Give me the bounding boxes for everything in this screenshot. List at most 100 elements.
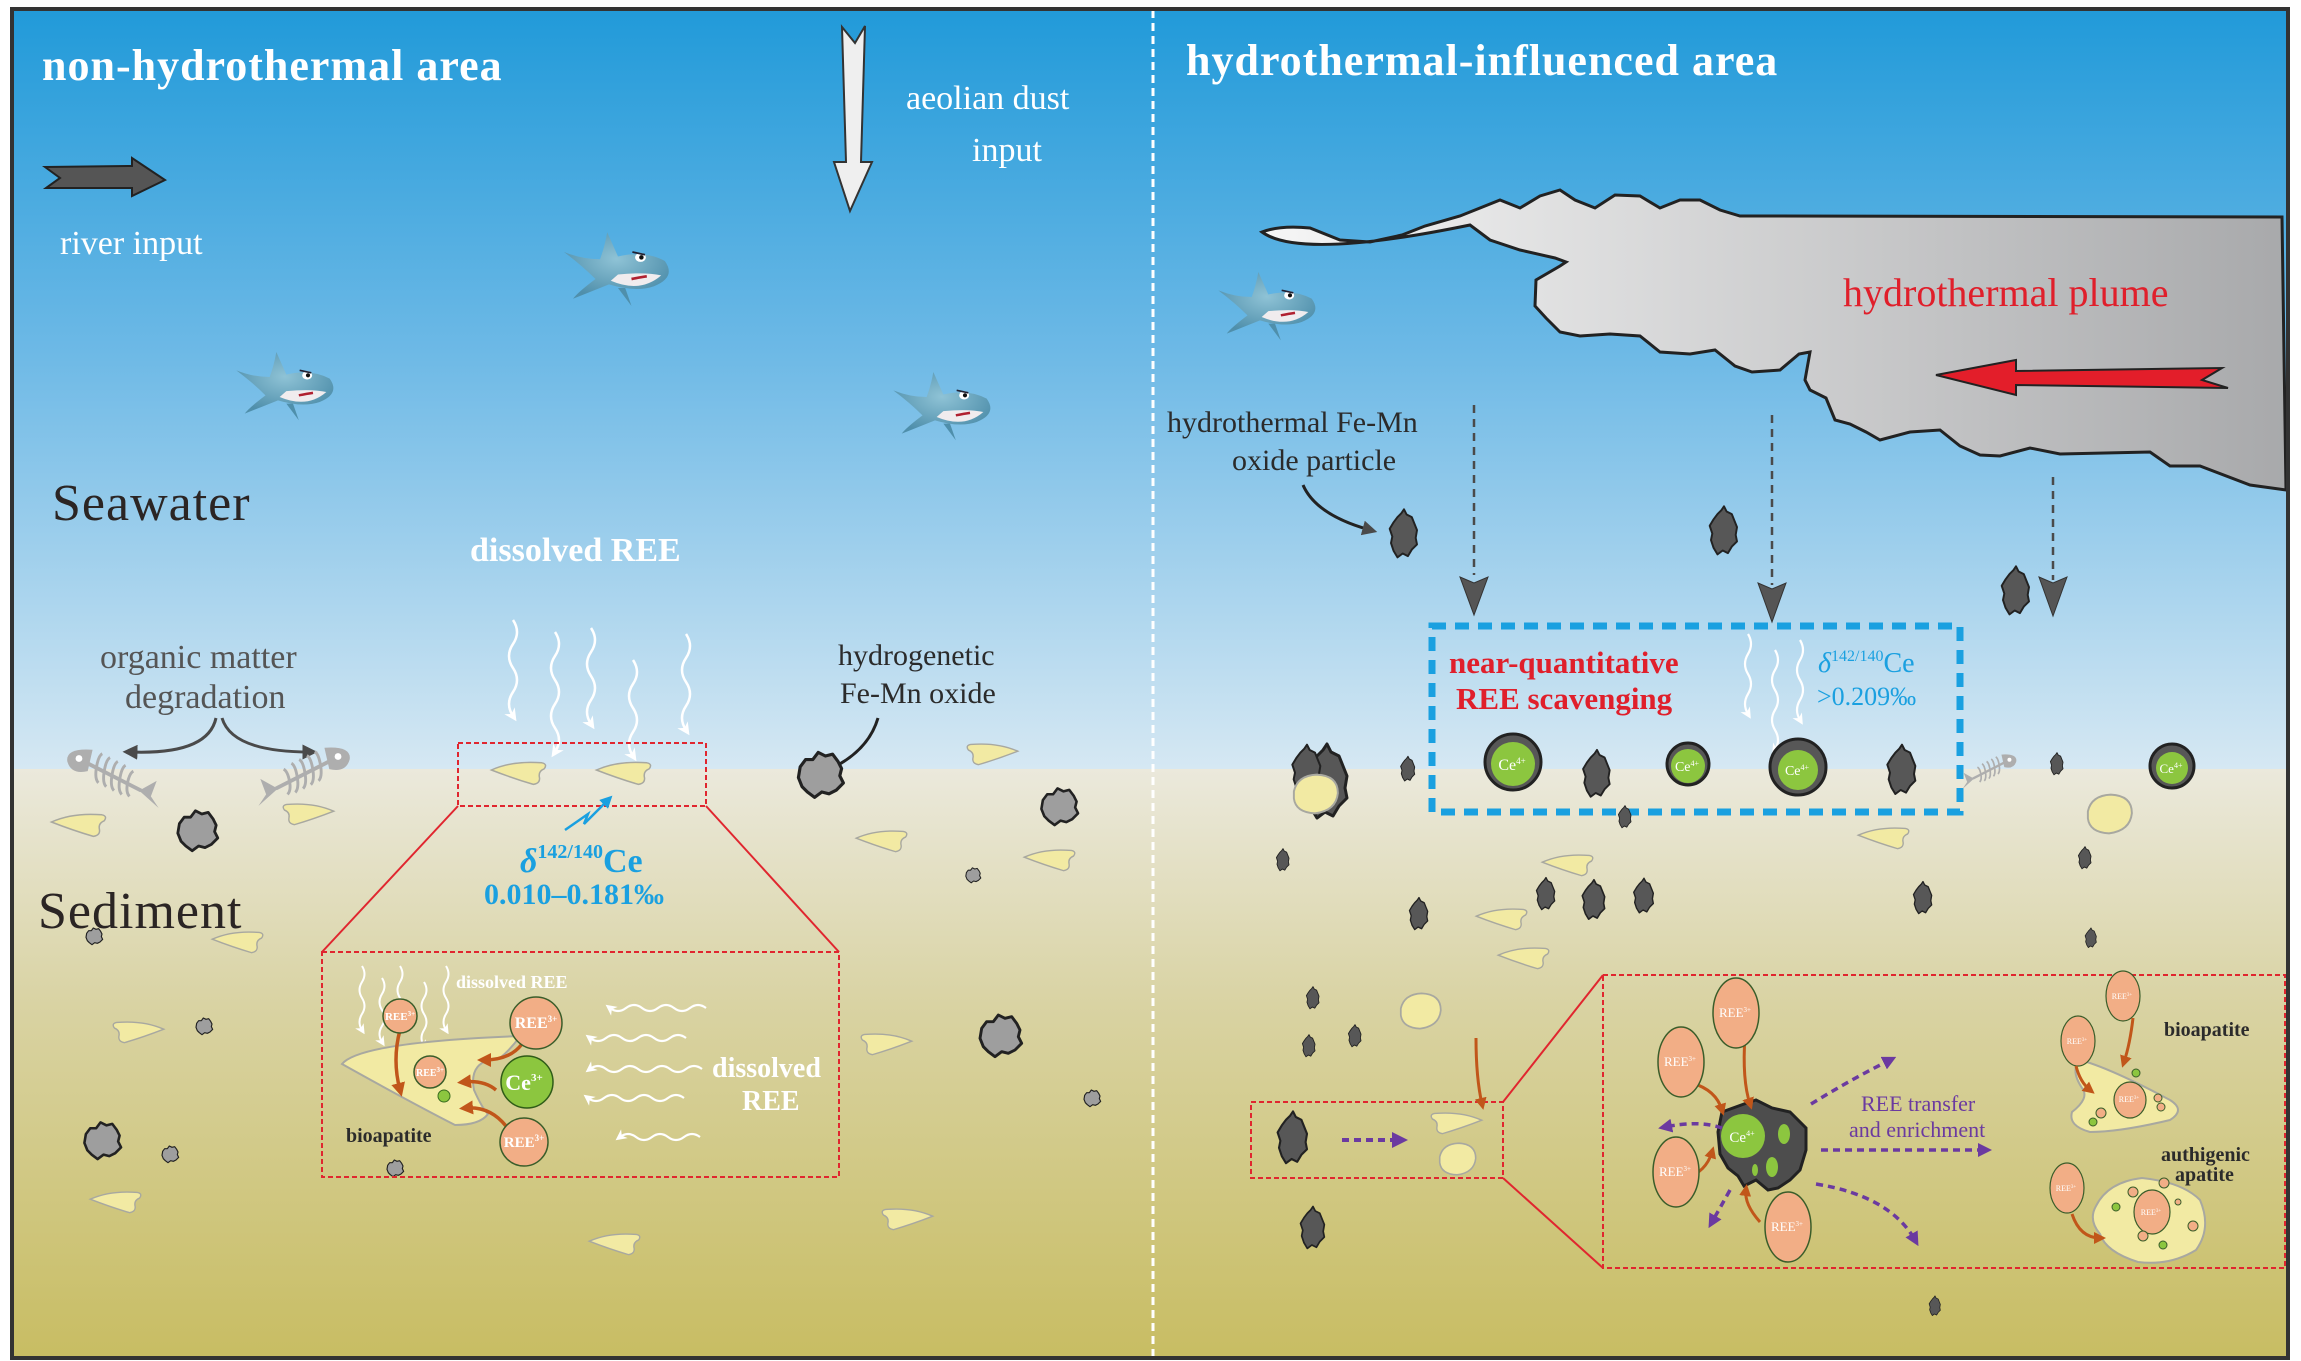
ree-ion: REE3+ — [1657, 1026, 1705, 1098]
right-connector-bottom — [1502, 1177, 1604, 1269]
right-connector-top — [1502, 974, 1604, 1103]
aeolian-dust-arrow-icon — [832, 24, 874, 214]
ree-ion: REE3+ — [1652, 1136, 1700, 1208]
svg-text:Ce4+: Ce4+ — [1675, 759, 1700, 775]
svg-text:Ce4+: Ce4+ — [1729, 1129, 1755, 1146]
svg-text:REE3+: REE3+ — [2056, 1184, 2077, 1193]
ce-ion-small — [437, 1089, 451, 1103]
hydrothermal-plume-label: hydrothermal plume — [1843, 270, 2168, 315]
dissolved-ree-label: dissolved REE — [470, 532, 681, 569]
apatite-grain-icon — [1292, 773, 1339, 815]
svg-text:REE3+: REE3+ — [2119, 1095, 2140, 1104]
ree-ion: REE3+ — [2049, 1162, 2085, 1214]
svg-text:REE3+: REE3+ — [2141, 1208, 2162, 1217]
organic-matter-label-1: organic matter — [100, 639, 297, 676]
fe-mn-oxide-icon — [965, 867, 982, 884]
ree-ion: REE3+ — [2060, 1015, 2096, 1067]
river-input-label: river input — [60, 225, 203, 262]
sediment-label: Sediment — [38, 883, 242, 940]
apatite-grain-icon — [1399, 992, 1442, 1030]
fe-mn-oxide-icon — [176, 809, 220, 853]
svg-text:Ce4+: Ce4+ — [2160, 761, 2183, 776]
svg-text:REE3+: REE3+ — [385, 1010, 415, 1023]
right-delta-ce-label: δ142/140Ce — [1818, 648, 1915, 679]
fe-mn-oxide-icon — [85, 927, 104, 946]
svg-text:REE3+: REE3+ — [1659, 1164, 1691, 1179]
scavenging-label-1: near-quantitative — [1449, 645, 1679, 680]
svg-text:REE3+: REE3+ — [504, 1133, 544, 1151]
authigenic-label-1: authigenic — [2161, 1144, 2250, 1166]
right-small-inset-box — [1250, 1101, 1504, 1179]
ree-ion: REE3+ — [499, 1117, 549, 1167]
degradation-arrow-right — [220, 717, 318, 760]
svg-text:REE3+: REE3+ — [1719, 1005, 1751, 1020]
left-sediment-bg — [14, 769, 1153, 1356]
aeolian-dust-label-1: aeolian dust — [906, 80, 1070, 117]
right-sediment-bg — [1153, 769, 2287, 1356]
ree-transfer-label-2: and enrichment — [1849, 1117, 1985, 1142]
svg-text:Ce3+: Ce3+ — [505, 1070, 542, 1095]
apatite-grain-icon — [2086, 793, 2133, 835]
inset-dissolved-ree-small: dissolved REE — [456, 972, 568, 992]
river-input-arrow-icon — [41, 156, 168, 198]
degradation-arrow-left — [122, 717, 218, 760]
fe-mn-oxide-icon — [161, 1145, 180, 1164]
right-delta-ce-value: >0.209‰ — [1817, 682, 1916, 711]
left-panel-title: non-hydrothermal area — [42, 41, 503, 90]
ce4-core — [1491, 742, 1535, 786]
ree-transfer-label-1: REE transfer — [1861, 1091, 1976, 1116]
settling-arrowheads — [1459, 576, 2068, 624]
inset-connector-left — [321, 805, 459, 953]
authigenic-label-2: apatite — [2175, 1164, 2234, 1186]
apatite-grain-icon — [1438, 1142, 1477, 1176]
particle-label-1: hydrothermal Fe-Mn — [1167, 406, 1418, 439]
inset-connector-right — [705, 805, 840, 953]
ce4-particle: Ce4+ — [2148, 742, 2196, 790]
particle-pointer-arrow — [1301, 484, 1378, 536]
left-seawater-bg — [14, 10, 1153, 770]
left-large-inset: dissolved REE REE3+ REE3+ REE3+ — [321, 951, 840, 1178]
ce3-ion: Ce3+ — [500, 1055, 554, 1109]
left-delta-ce-range: 0.010–0.181‰ — [484, 878, 664, 911]
hydrogenetic-label-2: Fe-Mn oxide — [840, 677, 996, 710]
particle-label-2: oxide particle — [1232, 444, 1396, 477]
left-panel: non-hydrothermal area river input aeolia… — [14, 10, 1153, 1356]
right-bioapatite-label: bioapatite — [2164, 1019, 2250, 1041]
ree-transfer-arrows — [1658, 1056, 1992, 1247]
fe-mn-oxide-icon — [195, 1017, 214, 1036]
fe-mn-oxide-icon — [386, 1159, 405, 1178]
left-delta-ce-label: δ142/140Ce — [520, 841, 643, 880]
right-panel-title: hydrothermal-influenced area — [1186, 36, 1778, 85]
plume-direction-arrow-icon — [1935, 358, 2229, 397]
svg-text:Ce4+: Ce4+ — [1785, 763, 1810, 779]
ree-ion: REE3+ — [509, 996, 563, 1050]
ree-ion: REE3+ — [1712, 977, 1760, 1049]
ree-ion: REE3+ — [2105, 970, 2141, 1022]
svg-text:REE3+: REE3+ — [515, 1014, 558, 1032]
ce4-core-label: Ce4+ — [1498, 756, 1525, 774]
fe-mn-oxide-icon — [1040, 787, 1080, 827]
aeolian-dust-label-2: input — [972, 132, 1042, 169]
hydrothermal-plume — [1258, 188, 2288, 492]
right-panel: hydrothermal-influenced area hydrotherma… — [1153, 10, 2288, 1356]
seawater-label: Seawater — [52, 475, 251, 532]
hydrogenetic-label-1: hydrogenetic — [838, 639, 995, 672]
fe-mn-oxide-icon — [83, 1121, 123, 1161]
scavenging-wavy-arrows — [1740, 633, 1805, 755]
fe-mn-oxide-icon — [1083, 1089, 1102, 1108]
fe-mn-oxide-icon — [978, 1013, 1024, 1059]
ce4-particle: Ce4+ — [1768, 737, 1828, 797]
svg-text:REE3+: REE3+ — [2067, 1037, 2088, 1046]
ree-ion: REE3+ — [382, 998, 418, 1034]
dissolved-ree-wavy-arrows — [504, 619, 692, 762]
svg-text:REE3+: REE3+ — [2112, 992, 2133, 1001]
diagram-frame — [10, 7, 2290, 1360]
ree-ion: REE3+ — [413, 1055, 447, 1089]
bioapatite-label: bioapatite — [346, 1125, 432, 1147]
settling-arrows — [1472, 405, 2055, 585]
zoom-lightning-icon — [564, 795, 613, 832]
ree-ion: REE3+ — [1764, 1191, 1812, 1263]
scavenging-label-2: REE scavenging — [1456, 681, 1673, 716]
svg-text:REE3+: REE3+ — [1771, 1219, 1803, 1234]
